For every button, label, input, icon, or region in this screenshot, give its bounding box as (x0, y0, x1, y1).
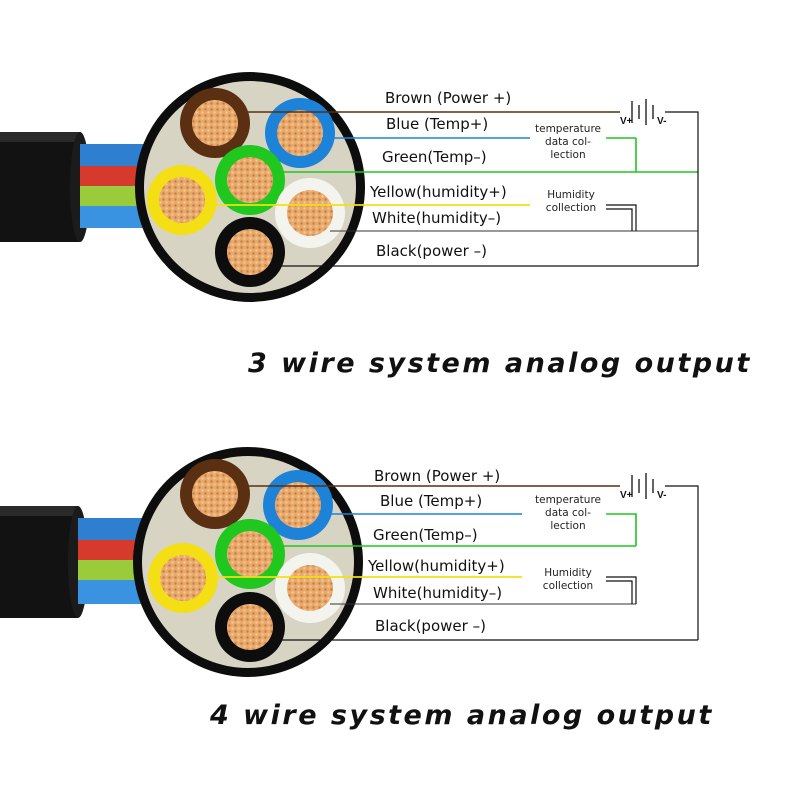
wire-label-brown: Brown (Power +) (385, 89, 511, 107)
battery-plus-label: V+ (620, 116, 633, 127)
wire-label-brown: Brown (Power +) (374, 467, 500, 485)
wiring-diagram-svg: V+ V- Brown (Power +) Blue (Temp+) Green… (0, 447, 699, 677)
diagram-caption: 4 wire system analog output (210, 700, 714, 731)
wire-label-black: Black(power –) (375, 617, 486, 635)
temperature-label-line-2: data col- (545, 136, 591, 148)
humidity-label-line-2: collection (546, 202, 596, 214)
conductor-yellow (148, 543, 218, 613)
wire-label-blue: Blue (Temp+) (380, 492, 482, 510)
temperature-label-line-3: lection (550, 149, 585, 161)
wiring-diagram-4-wire: V+ V- Brown (Power +) Blue (Temp+) Green… (0, 378, 800, 738)
conductor-white (275, 553, 345, 623)
diagram-caption: 3 wire system analog output (248, 348, 752, 379)
wire-label-white: White(humidity–) (373, 584, 502, 602)
conductor-blue (263, 470, 333, 540)
conductor-blue (265, 98, 335, 168)
conductor-black (215, 592, 285, 662)
wiring-diagram-svg: V+ V- Brown (Power +) Blue (Temp+) Green… (0, 72, 699, 302)
wire-label-white: White(humidity–) (372, 209, 501, 227)
wire-label-yellow: Yellow(humidity+) (367, 557, 505, 575)
humidity-label-line-1: Humidity (544, 567, 592, 579)
cable-jacket (0, 506, 88, 618)
wire-label-green: Green(Temp–) (373, 526, 478, 544)
conductor-green (215, 519, 285, 589)
battery-icon (631, 99, 654, 125)
battery-plus-label: V+ (620, 490, 633, 501)
battery-icon (631, 473, 654, 499)
humidity-label-line-2: collection (543, 580, 593, 592)
conductor-white (275, 178, 345, 248)
battery-minus-label: V- (657, 490, 666, 501)
conductor-yellow (147, 165, 217, 235)
wire-label-black: Black(power –) (376, 242, 487, 260)
conductor-brown (180, 88, 250, 158)
cable-jacket (0, 132, 90, 242)
battery-minus-label: V- (657, 116, 666, 127)
wire-label-blue: Blue (Temp+) (386, 115, 488, 133)
conductor-brown (180, 459, 250, 529)
temperature-label-line-1: temperature (535, 494, 601, 506)
humidity-label-line-1: Humidity (547, 189, 595, 201)
conductor-black (215, 217, 285, 287)
wire-label-yellow: Yellow(humidity+) (369, 183, 507, 201)
circuit-frame (606, 485, 699, 640)
circuit-frame (606, 111, 699, 266)
wiring-diagram-3-wire: V+ V- Brown (Power +) Blue (Temp+) Green… (0, 0, 800, 379)
temperature-label-line-2: data col- (545, 507, 591, 519)
wire-label-green: Green(Temp–) (382, 148, 487, 166)
temperature-label-line-1: temperature (535, 123, 601, 135)
conductor-green (215, 145, 285, 215)
temperature-label-line-3: lection (550, 520, 585, 532)
